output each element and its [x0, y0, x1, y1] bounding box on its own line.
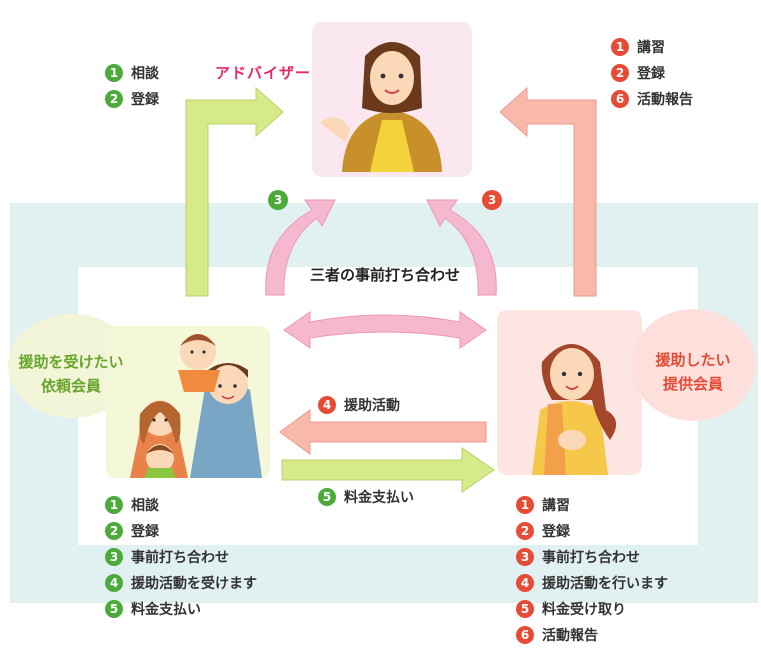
to-advisor-left-item-1: 1 相談 — [105, 62, 159, 84]
provider-step-3: 3 事前打ち合わせ — [516, 546, 640, 568]
step-text: 料金支払い — [131, 602, 201, 618]
step-text: 援助活動を受けます — [131, 576, 257, 592]
step-number: 1 — [611, 38, 629, 56]
step-text: 事前打ち合わせ — [542, 550, 640, 566]
step-number: 1 — [105, 496, 123, 514]
step-number: 6 — [611, 90, 629, 108]
requester-label-line2: 依頼会員 — [40, 377, 101, 395]
step-text: 登録 — [131, 92, 159, 108]
to-advisor-right-item-1: 1 講習 — [611, 36, 665, 58]
requester-step-5: 5 料金支払い — [105, 598, 201, 620]
step-number: 2 — [611, 64, 629, 82]
advisor-label: アドバイザー — [215, 64, 312, 82]
requester-label-line1: 援助を受けたい — [18, 353, 124, 371]
step-text: 講習 — [542, 498, 570, 514]
step-text: 登録 — [542, 524, 570, 540]
step-number: 6 — [516, 626, 534, 644]
provider-label: 援助したい 提供会員 — [630, 348, 756, 396]
step-number: 2 — [105, 522, 123, 540]
meeting-right-step-badge: 3 — [482, 190, 502, 210]
provider-step-2: 2 登録 — [516, 520, 570, 542]
fee-payment-arrow — [281, 447, 495, 493]
step-text: 登録 — [131, 524, 159, 540]
requester-step-1: 1 相談 — [105, 494, 159, 516]
family-illustration — [130, 334, 262, 478]
to-advisor-right-item-2: 2 登録 — [611, 62, 665, 84]
step-text: 援助活動を行います — [542, 576, 668, 592]
meeting-double-arrow — [283, 311, 487, 349]
requester-to-advisor-arrow — [185, 86, 284, 297]
step-text: 事前打ち合わせ — [131, 550, 229, 566]
to-advisor-left-item-2: 2 登録 — [105, 88, 159, 110]
provider-label-line2: 提供会員 — [662, 375, 723, 393]
step-number: 4 — [105, 574, 123, 592]
step-text: 講習 — [637, 40, 665, 56]
step-number: 5 — [105, 600, 123, 618]
requester-label: 援助を受けたい 依頼会員 — [12, 350, 130, 398]
to-advisor-right-item-3: 6 活動報告 — [611, 88, 693, 110]
step-text: 活動報告 — [542, 628, 598, 644]
step-number: 1 — [516, 496, 534, 514]
step-text: 相談 — [131, 66, 159, 82]
step-text: 活動報告 — [637, 92, 693, 108]
step-text: 料金受け取り — [542, 602, 626, 618]
step-text: 登録 — [637, 66, 665, 82]
requester-step-4: 4 援助活動を受けます — [105, 572, 257, 594]
step-number: 2 — [516, 522, 534, 540]
step-number: 1 — [105, 64, 123, 82]
three-party-meeting-label: 三者の事前打ち合わせ — [309, 266, 460, 284]
meeting-left-arrow — [265, 199, 336, 296]
step-number: 4 — [318, 396, 336, 414]
meeting-left-step-badge: 3 — [268, 190, 288, 210]
provider-label-line1: 援助したい — [655, 351, 731, 369]
provider-bubble — [631, 309, 756, 421]
advisor-illustration — [320, 42, 442, 172]
provider-step-6: 6 活動報告 — [516, 624, 598, 646]
step-number: 4 — [516, 574, 534, 592]
step-text: 料金支払い — [344, 490, 414, 506]
requester-step-3: 3 事前打ち合わせ — [105, 546, 229, 568]
support-activity-arrow — [279, 409, 487, 455]
step-text: 援助活動 — [344, 398, 400, 414]
provider-illustration — [532, 344, 617, 475]
step-number: 5 — [318, 488, 336, 506]
step-number: 3 — [105, 548, 123, 566]
meeting-right-arrow — [426, 199, 497, 296]
requester-step-2: 2 登録 — [105, 520, 159, 542]
step-number: 2 — [105, 90, 123, 108]
step-number: 3 — [516, 548, 534, 566]
provider-step-4: 4 援助活動を行います — [516, 572, 668, 594]
support-activity-label: 4 援助活動 — [318, 394, 400, 416]
fee-payment-label: 5 料金支払い — [318, 486, 414, 508]
provider-to-advisor-arrow — [499, 86, 597, 297]
provider-step-5: 5 料金受け取り — [516, 598, 626, 620]
step-number: 5 — [516, 600, 534, 618]
provider-step-1: 1 講習 — [516, 494, 570, 516]
step-text: 相談 — [131, 498, 159, 514]
